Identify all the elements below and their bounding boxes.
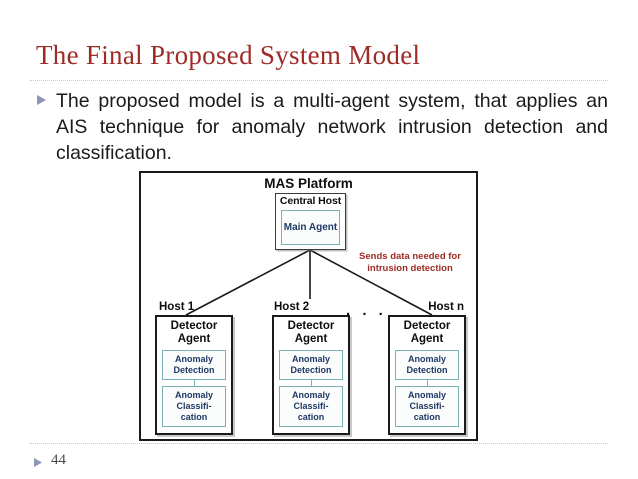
detector-agent-title-line1: Detector	[170, 320, 218, 332]
annotation-line-1: Sends data needed for	[359, 251, 461, 262]
mas-platform-diagram: MAS Platform Central Host Main Agent Sen…	[139, 171, 478, 441]
module-line2: Detection	[290, 365, 332, 375]
bullet-paragraph: The proposed model is a multi-agent syst…	[36, 88, 608, 166]
module-line2: Classifi-	[176, 401, 212, 411]
module-line3: cation	[297, 412, 325, 422]
anomaly-classification-module: Anomaly Classifi- cation	[279, 386, 343, 427]
detector-agent-title-line1: Detector	[287, 320, 335, 332]
anomaly-detection-module: Anomaly Detection	[279, 350, 343, 380]
bullet-text: The proposed model is a multi-agent syst…	[56, 90, 608, 164]
main-agent-box: Main Agent	[281, 210, 340, 245]
host-column-1: Host 1 Detector Agent Anomaly Detection …	[155, 299, 233, 435]
module-line1: Anomaly	[407, 354, 446, 364]
annotation-line-2: intrusion detection	[367, 263, 453, 274]
module-line2: Classifi-	[409, 401, 445, 411]
anomaly-classification-module: Anomaly Classifi- cation	[395, 386, 459, 427]
title-divider	[30, 80, 608, 81]
module-line1: Anomaly	[291, 354, 330, 364]
module-connector	[426, 380, 428, 386]
detector-agent-title: Detector Agent	[279, 320, 343, 346]
module-line2: Detection	[406, 365, 448, 375]
module-connector	[193, 380, 195, 386]
slide-footer: 44	[33, 452, 66, 469]
detector-agent-title: Detector Agent	[162, 320, 226, 346]
diagram-title: MAS Platform	[264, 176, 353, 191]
detector-agent-box: Detector Agent Anomaly Detection Anomaly…	[155, 315, 233, 435]
page-title: The Final Proposed System Model	[36, 40, 421, 70]
footer-divider	[30, 443, 608, 444]
module-line1: Anomaly	[291, 390, 330, 400]
detector-agent-title-line1: Detector	[403, 320, 451, 332]
detector-agent-title-line2: Agent	[294, 333, 328, 345]
main-agent-label: Main Agent	[283, 222, 338, 233]
page-number: 44	[51, 452, 66, 468]
data-flow-annotation: Sends data needed for intrusion detectio…	[340, 251, 480, 275]
anomaly-detection-module: Anomaly Detection	[162, 350, 226, 380]
module-line3: cation	[413, 412, 441, 422]
host-column-2: Host 2 Detector Agent Anomaly Detection …	[272, 299, 350, 435]
host-label: Host 2	[274, 301, 310, 313]
module-line2: Classifi-	[293, 401, 329, 411]
central-host-label: Central Host	[279, 195, 342, 207]
anomaly-detection-module: Anomaly Detection	[395, 350, 459, 380]
detector-agent-box: Detector Agent Anomaly Detection Anomaly…	[388, 315, 466, 435]
module-line3: cation	[180, 412, 208, 422]
anomaly-classification-module: Anomaly Classifi- cation	[162, 386, 226, 427]
triangle-right-icon	[33, 457, 45, 468]
module-line1: Anomaly	[407, 390, 446, 400]
detector-agent-title: Detector Agent	[395, 320, 459, 346]
detector-agent-title-line2: Agent	[177, 333, 211, 345]
module-line2: Detection	[173, 365, 215, 375]
module-connector	[310, 380, 312, 386]
central-host-box: Central Host Main Agent	[275, 193, 346, 250]
ellipsis-dots: . . .	[346, 302, 387, 319]
module-line1: Anomaly	[174, 390, 213, 400]
host-label: Host 1	[159, 301, 195, 313]
host-column-n: Host n Detector Agent Anomaly Detection …	[388, 299, 466, 435]
triangle-right-icon	[36, 94, 48, 106]
detector-agent-title-line2: Agent	[410, 333, 444, 345]
detector-agent-box: Detector Agent Anomaly Detection Anomaly…	[272, 315, 350, 435]
module-line1: Anomaly	[174, 354, 213, 364]
host-label: Host n	[428, 301, 464, 313]
